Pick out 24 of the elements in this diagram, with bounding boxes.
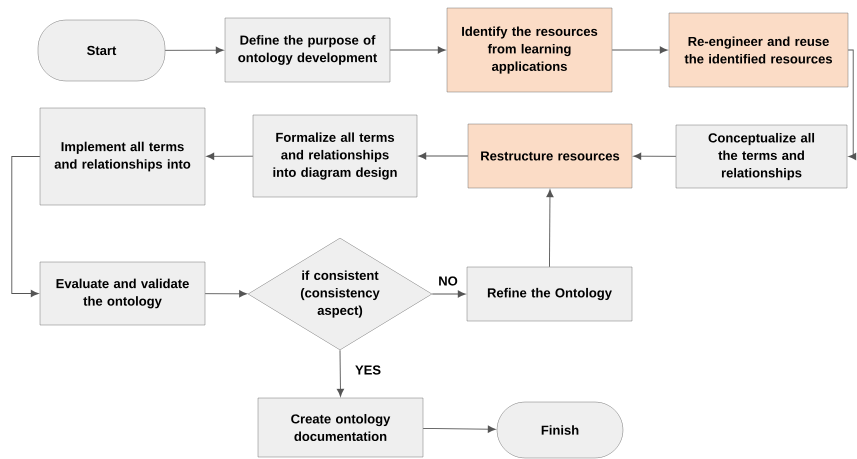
process-box: Refine the Ontology [466,266,632,322]
process-box: Re-engineer and reuse the identified resources [668,12,848,88]
arrow [612,46,668,54]
arrow [390,46,446,54]
arrow [546,189,554,268]
arrow [204,290,247,298]
arrow [422,426,496,433]
process-box: Evaluate and validate the ontology [40,262,206,326]
process-box: Define the purpose of ontology development [224,18,390,82]
arrow [164,46,224,54]
process-box: Identify the resources from learning applications [446,8,612,92]
process-box: Formalize all terms and relationships into diagram design [252,114,418,198]
arrow [336,350,344,397]
arrow [206,152,254,160]
arrow [11,156,40,298]
arrow [418,152,468,160]
process-box: Implement all terms and relationships into [40,108,206,206]
process-box: Conceptualize all the terms and relationships [676,124,848,188]
edge-label: YES [354,364,382,376]
arrow [848,50,856,160]
arrow [633,152,676,160]
arrow [432,290,466,298]
process-box: Restructure resources [468,124,632,188]
process-box: Create ontology documentation [258,398,424,458]
